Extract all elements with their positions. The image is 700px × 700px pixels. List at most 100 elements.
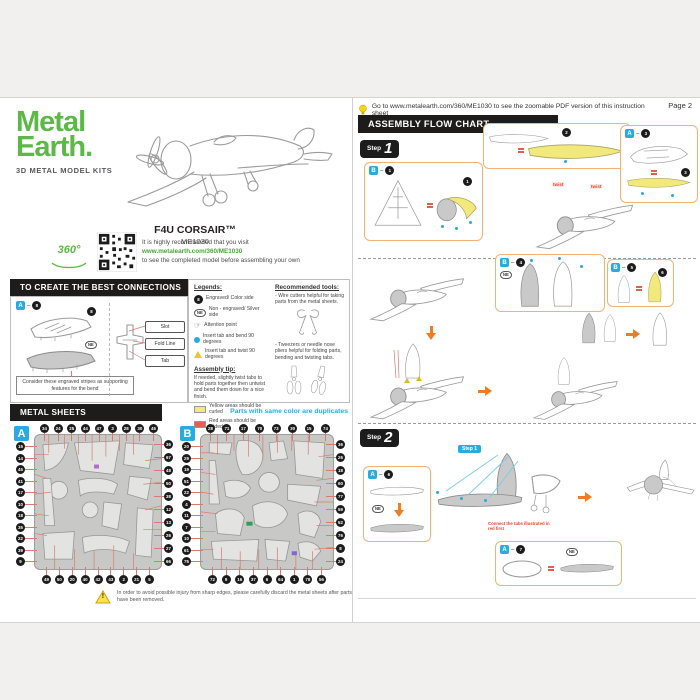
part-number-badge: 70 (255, 424, 265, 441)
part-number-badge: 11 (182, 511, 203, 520)
column-divider (352, 98, 353, 622)
part-number-badge: 6 (384, 470, 394, 479)
part-number-badge: 8 (32, 301, 42, 310)
rec-line-1: It is highly recommended that you visit (142, 239, 249, 246)
product-name: F4U CORSAIR™ (154, 224, 236, 236)
part-number-badge: 18 (326, 466, 345, 475)
part-number-badge: 2 (562, 128, 571, 137)
part-number-badge: 47 (94, 424, 104, 441)
part-number-badge: 21 (132, 567, 142, 584)
part-number-badge: 30 (288, 424, 298, 441)
attention-hand-icon: ☞ (194, 321, 202, 331)
label-tab: Tab (145, 355, 185, 367)
step2-main-assembly: Step 1 Connect the tabs illustrated in r… (430, 433, 568, 541)
brand-tagline: 3D METAL MODEL KITS (16, 166, 113, 175)
red-fold-mark (636, 286, 642, 288)
bend-dot (455, 227, 458, 230)
ne-badge: NE (85, 341, 97, 350)
legend-engraved: 8 Engraved/ Color side (194, 294, 270, 304)
flow-chart-bottom-border (358, 598, 696, 599)
part-number-badge: 15 (16, 442, 37, 451)
tools-column: Recommended tools: - Wire cutters helpfu… (275, 284, 345, 397)
assembly-tip-text: If needed, slightly twist tabs to hold p… (194, 374, 266, 400)
metal-sheet-b: B (178, 424, 348, 586)
needle-nose-pliers-icon (306, 361, 335, 399)
product-sku: ME1030 (181, 237, 209, 246)
part-number-badge: 43 (106, 567, 116, 584)
part-number-badge: 37 (248, 567, 258, 584)
panel-b4: B – 4 NE (495, 254, 605, 312)
part-number-badge: 3 (641, 129, 651, 138)
part-number-badge: 50 (154, 479, 173, 488)
label-fold-line: Fold Line (145, 338, 185, 350)
fuselage-rear-and-gear (530, 474, 561, 513)
fuselage-wings-assembly (524, 192, 642, 254)
flow-arrow-right (478, 386, 492, 396)
qr-code (97, 232, 137, 272)
warning-triangle-icon: ! (95, 590, 111, 609)
formed-part-sketch (26, 351, 96, 373)
part-number-badge: 52 (326, 518, 345, 527)
part-number-badge: 1 (385, 166, 395, 175)
logo-word-earth: Earth. (16, 131, 93, 163)
flow-arrow-down (426, 326, 436, 340)
sheet-letter-badge: A (368, 470, 377, 479)
bend-dot (460, 497, 463, 500)
sheet-a-label: A (14, 426, 29, 441)
legend-yellow-areas: Yellow areas should be curled (194, 403, 270, 416)
part-number-badge: 24 (326, 557, 345, 566)
part-number-badge: 6 (262, 567, 272, 584)
flat-part-sketch (30, 317, 92, 341)
connect-lines (393, 350, 400, 379)
twist-label: twist (552, 182, 565, 187)
bend-dot (564, 160, 567, 163)
part-number-badge: 38 (154, 492, 173, 501)
part-number-badge: 4 (182, 499, 203, 509)
sheet-letter-badge: A (500, 545, 509, 554)
yellow-triangle-icon (194, 351, 202, 359)
part-number-badge: 77 (326, 492, 345, 501)
sheet-b-parts (200, 435, 334, 569)
part-number-badge: 66 (154, 557, 173, 566)
legend-non-engraved: NE Non - engraved/ Silver side (194, 306, 270, 319)
panel-b1-tag: B – 1 (369, 166, 395, 175)
part-number-badge: 10 (182, 534, 203, 543)
part-number-badge: 49 (42, 567, 51, 584)
part-number-badge: 75 (182, 557, 203, 566)
rec-link: www.metalearth.com/360/ME1030 (142, 248, 243, 255)
badge-360: 360° (46, 244, 92, 274)
tools-title: Recommended tools: (275, 284, 340, 291)
tool-pliers-text: - Tweezers or needle nose pliers helpful… (275, 341, 342, 361)
twist-triangle (416, 376, 422, 381)
dash: – (511, 259, 515, 266)
engraved-stripes-callout: Consider these engraved stripes as suppo… (16, 376, 134, 395)
red-fold-mark (548, 566, 554, 568)
pdf-tip-text: Go to www.metalearth.com/360/ME1030 to s… (371, 103, 645, 117)
part-number-badge: 16 (235, 567, 245, 584)
part-number-badge: 45 (16, 465, 37, 474)
part-number-badge: 61 (182, 545, 203, 555)
part-number-badge: 18 (16, 511, 37, 520)
bend-dot (484, 499, 487, 502)
red-fold-mark (427, 203, 433, 205)
red-fold-mark (651, 170, 657, 172)
sheet-a-surface (34, 434, 162, 570)
rec-line-2: to see the completed model before assemb… (142, 257, 300, 264)
part-number-badge: 28 (121, 424, 131, 441)
part-number-badge: 72 (208, 567, 217, 584)
legend-bend-tab: Insert tab and bend 90 degrees (194, 333, 270, 346)
part-number-badge: 5 (145, 567, 154, 584)
part-number-badge: 30 (135, 424, 145, 441)
part-number-badge: 73 (271, 424, 281, 441)
yellow-area-swatch (194, 406, 206, 414)
page-number: Page 2 (668, 101, 692, 110)
part-number-badge: 26 (154, 531, 173, 540)
red-instruction-note: Connect the tabs illustrated in red firs… (488, 521, 550, 532)
best-connections-header: TO CREATE THE BEST CONNECTIONS (10, 279, 196, 296)
flow-arrow-down (394, 503, 404, 517)
bend-dot (530, 259, 533, 262)
